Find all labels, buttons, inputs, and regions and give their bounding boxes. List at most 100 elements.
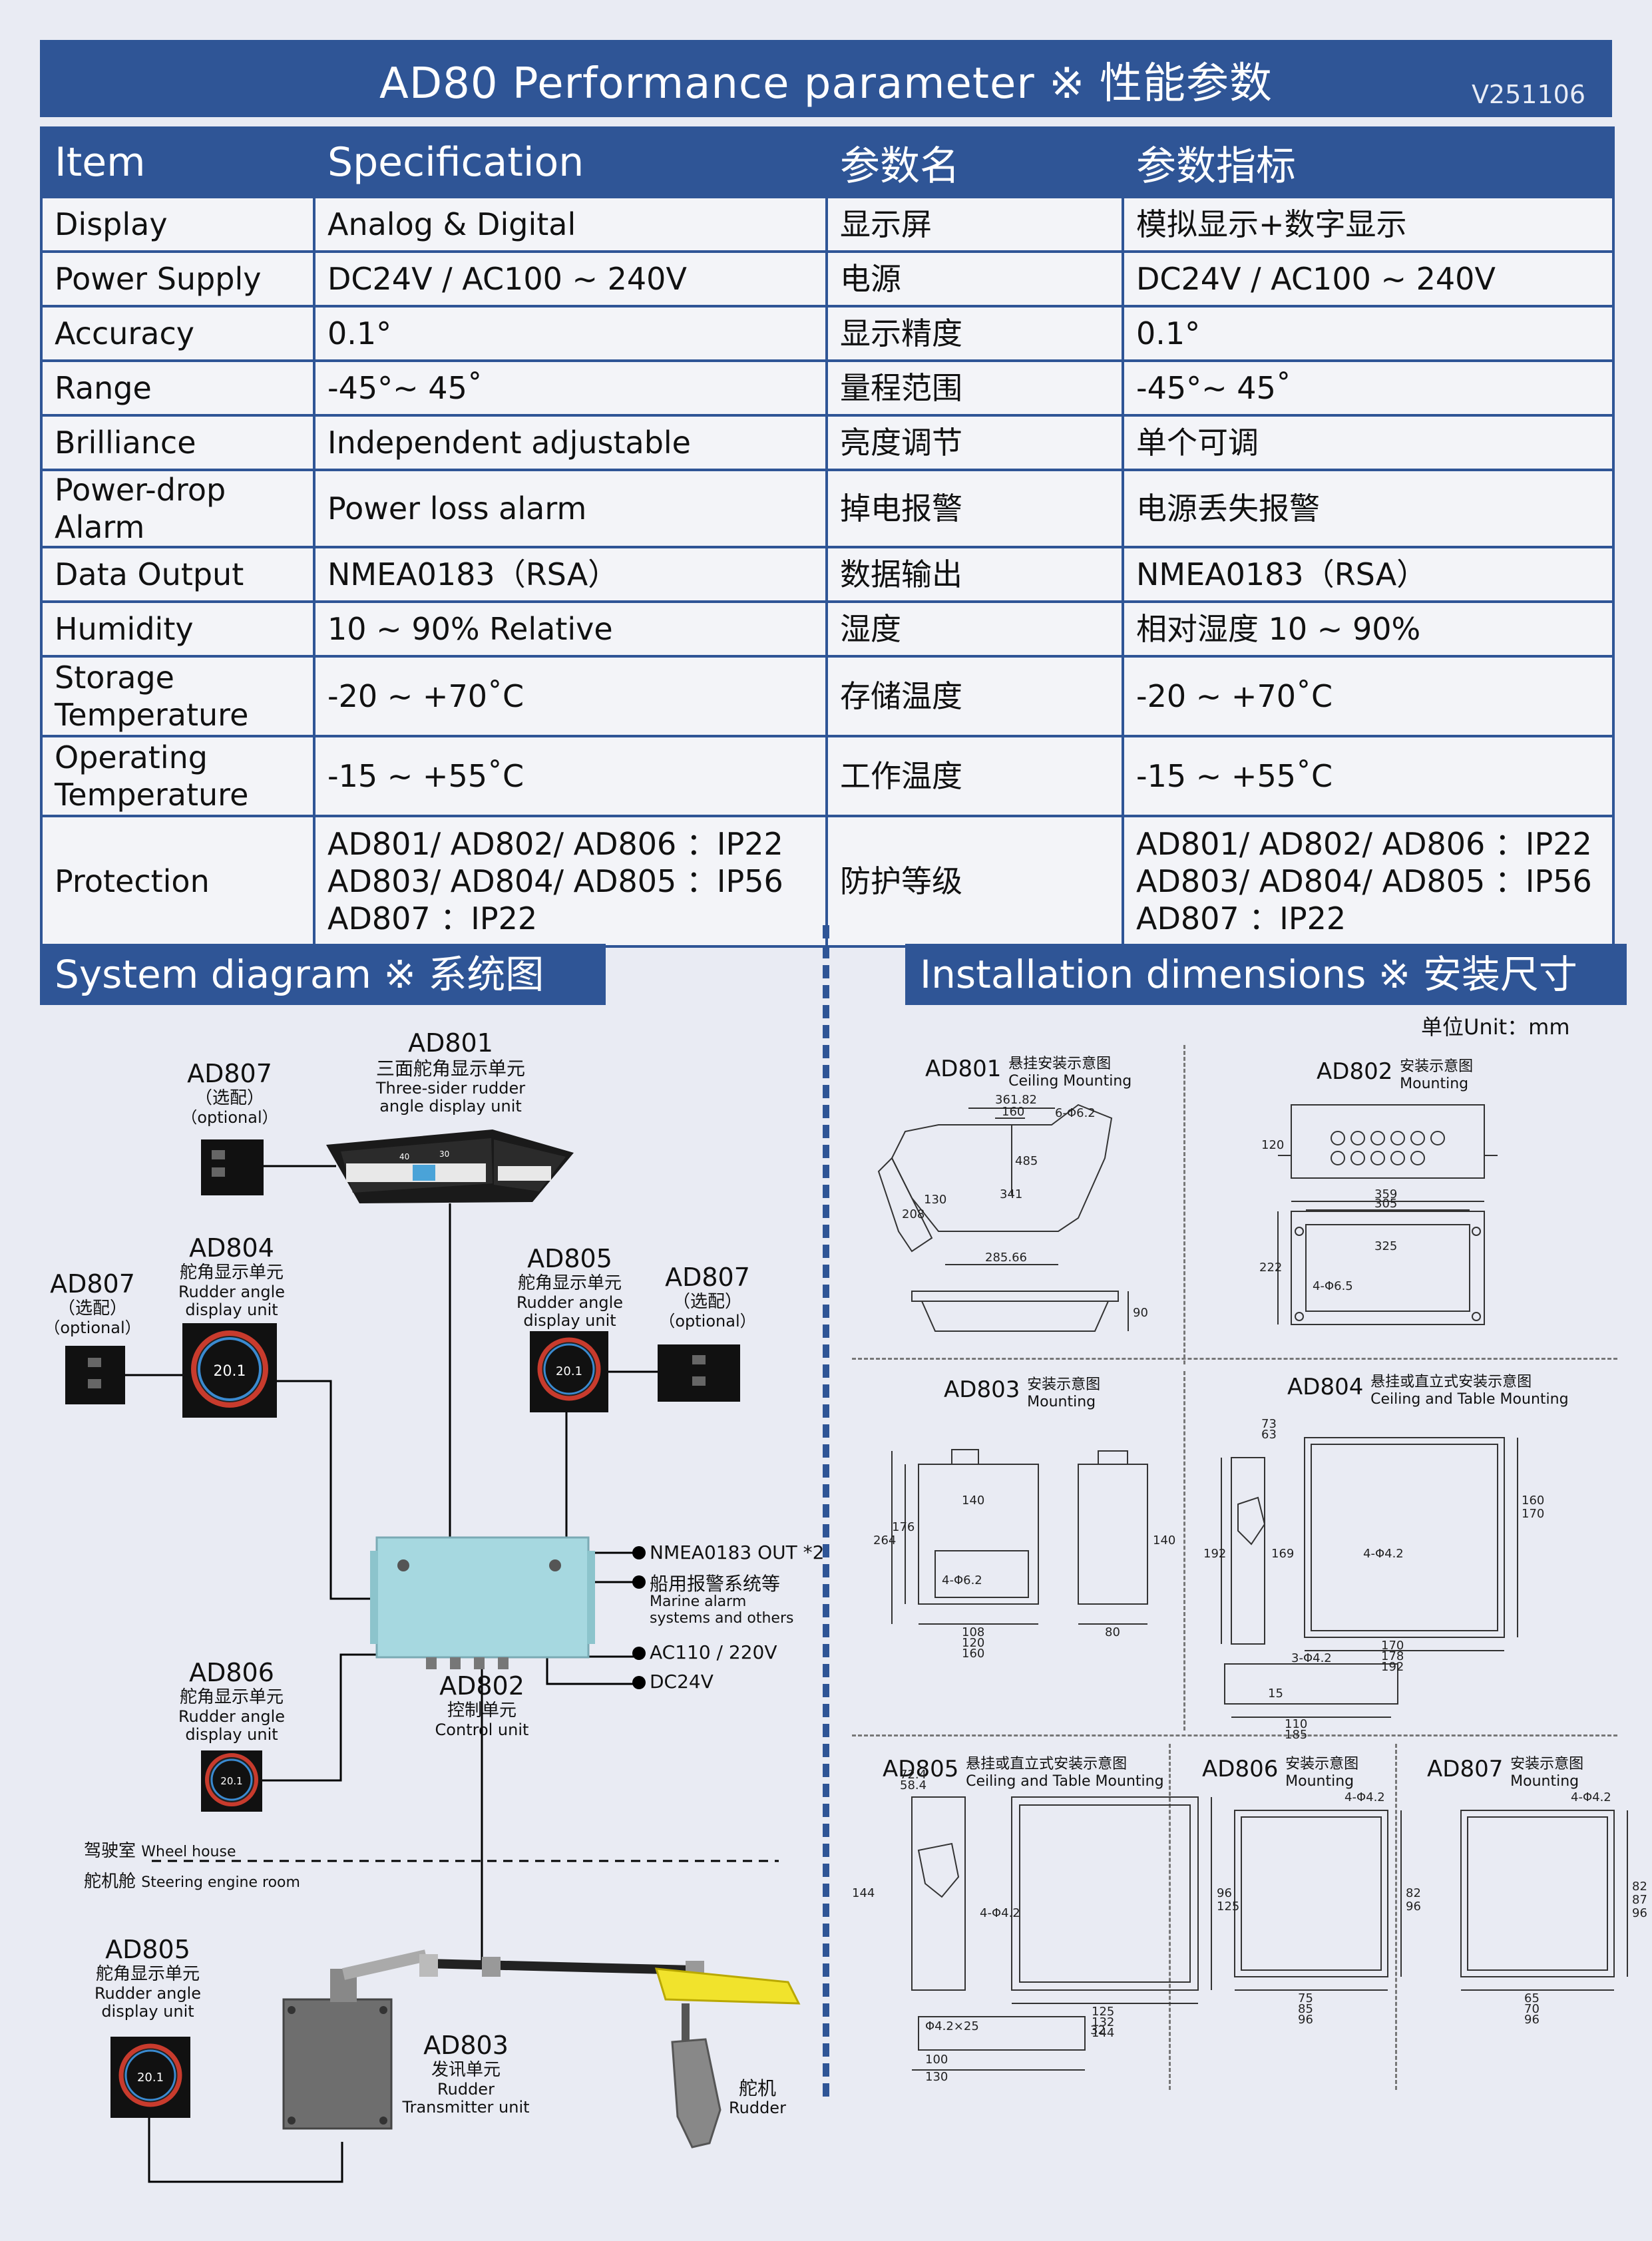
cell-spec: -20 ~ +70˚C: [313, 655, 828, 738]
dim-label: 58.4: [900, 1778, 927, 1792]
panel-model: AD803: [944, 1376, 1020, 1403]
dim-label: 72.4: [900, 1768, 927, 1782]
dim-label: 87: [1632, 1893, 1647, 1907]
table-row: Range-45°~ 45˚量程范围-45°~ 45˚: [40, 359, 1615, 417]
version-label: V251106: [1471, 80, 1585, 109]
dim-label: 144: [852, 1886, 875, 1900]
rudder-label: 舵机 Rudder: [725, 2077, 789, 2118]
ad801-cn: 三面舵角显示单元: [375, 1057, 525, 1080]
dim-label: 130: [924, 1193, 946, 1207]
ad801-model: AD801: [408, 1028, 493, 1058]
dim-label: 90: [1133, 1306, 1148, 1320]
ad806-en: Rudder angle display unit: [178, 1707, 286, 1744]
cell-item: Protection: [40, 815, 315, 948]
ad805-model: AD805: [105, 1935, 190, 1964]
dim-label: 4-Φ4.2: [1363, 1547, 1404, 1561]
cell-cn-item: 显示屏: [825, 196, 1124, 253]
ad806-display: 20.1: [201, 1750, 262, 1812]
ad801-display: 40 30: [326, 1129, 574, 1203]
engine-room-en: Steering engine room: [141, 1874, 300, 1891]
output-alarm: 船用报警系统等: [650, 1573, 781, 1595]
dim-label: 178: [1381, 1649, 1404, 1663]
cell-spec: AD801/ AD802/ AD806 ：IP22 AD803/ AD804/ …: [313, 815, 828, 948]
dim-label: 15: [1268, 1687, 1283, 1701]
dim-label: 108: [962, 1625, 984, 1639]
ad804-label: AD804 舵角显示单元 Rudder angle display unit: [165, 1233, 298, 1320]
ad806-reading: 20.1: [220, 1775, 242, 1787]
cell-cn-item: 量程范围: [825, 359, 1124, 417]
cell-spec: NMEA0183（RSA）: [313, 546, 828, 604]
cell-item: Data Output: [40, 546, 315, 604]
ad807-panel: [65, 1346, 125, 1404]
panel-cn: 安装示意图: [1510, 1756, 1584, 1772]
cell-cn-item: 湿度: [825, 600, 1124, 658]
cell-item: Operating Temperature: [40, 735, 315, 818]
dim-label: 96: [1524, 2013, 1540, 2027]
output-alarm-en: Marine alarm systems and others: [650, 1593, 794, 1627]
dim-label: 65: [1524, 1991, 1540, 2005]
cell-cn-item: 数据输出: [825, 546, 1124, 604]
dim-label: 63: [1261, 1428, 1277, 1442]
ad805-model: AD805: [527, 1244, 612, 1273]
wheelhouse-cn: 驾驶室: [84, 1841, 136, 1861]
cell-spec: 10 ~ 90% Relative: [313, 600, 828, 658]
cell-cn-spec: -45°~ 45˚: [1122, 359, 1615, 417]
dim-label: 100: [925, 2053, 948, 2067]
ad803-cn: 发讯单元: [431, 2059, 501, 2080]
cell-item: Power-drop Alarm: [40, 468, 315, 549]
cell-item: Storage Temperature: [40, 655, 315, 738]
ad801-scale-label: 30: [439, 1149, 449, 1159]
ad805-bottom-label: AD805 舵角显示单元 Rudder angle display unit: [81, 1935, 214, 2021]
cell-cn-item: 电源: [825, 250, 1124, 307]
grid-separator: [852, 1734, 1617, 1736]
installation-heading: Installation dimensions ※ 安装尺寸: [905, 944, 1627, 1005]
dim-label: 144: [1092, 2026, 1114, 2040]
header-cn-item: 参数名: [825, 126, 1124, 198]
cell-spec: Power loss alarm: [313, 468, 828, 549]
panel-en: Ceiling and Table Mounting: [966, 1773, 1164, 1790]
rudder-blade: [671, 2003, 722, 2148]
dim-label: 359: [1374, 1187, 1397, 1201]
ad807-en: （optional）: [659, 1311, 756, 1330]
dim-label: 4-Φ6.2: [942, 1573, 982, 1587]
ad804-cn: 舵角显示单元: [179, 1262, 284, 1283]
ad807-en: （optional）: [44, 1318, 141, 1337]
dim-label: 80: [1105, 1625, 1120, 1639]
dim-label: 325: [1374, 1239, 1397, 1253]
cell-item: Range: [40, 359, 315, 417]
table-header-row: Item Specification 参数名 参数指标: [40, 126, 1615, 198]
ad807-model: AD807: [187, 1059, 272, 1088]
dim-label: 140: [962, 1494, 984, 1508]
dim-label: 6-Φ6.2: [1055, 1106, 1096, 1120]
panel-model: AD801: [925, 1056, 1002, 1082]
cell-spec: Independent adjustable: [313, 414, 828, 471]
cell-spec: -15 ~ +55˚C: [313, 735, 828, 818]
panel-model: AD805: [883, 1756, 959, 1782]
dim-label: 341: [1000, 1187, 1022, 1201]
dim-label: 96: [1632, 1906, 1647, 1920]
dim-label: 75: [1298, 1991, 1313, 2005]
dim-label: 32: [1090, 2023, 1106, 2037]
ad802-model: AD802: [439, 1671, 524, 1701]
dim-label: 192: [1203, 1547, 1226, 1561]
header-cn-spec: 参数指标: [1122, 126, 1615, 198]
dim-label: 125: [1217, 1900, 1239, 1914]
section-divider: [823, 925, 829, 2097]
panel-cn: 悬挂安装示意图: [1008, 1056, 1112, 1072]
dim-label: 485: [1015, 1154, 1038, 1168]
dim-label: 85: [1298, 2002, 1313, 2016]
cell-spec: Analog & Digital: [313, 196, 828, 253]
panel-en: Mounting: [1400, 1076, 1469, 1093]
ad807-label-c: AD807 （选配） （optional）: [658, 1263, 757, 1330]
panel-cn: 悬挂或直立式安装示意图: [966, 1756, 1128, 1772]
ad807-label-a: AD807 （选配） （optional）: [180, 1059, 280, 1127]
ad801-scale-label: 40: [399, 1152, 409, 1161]
panel-model: AD804: [1287, 1374, 1364, 1400]
